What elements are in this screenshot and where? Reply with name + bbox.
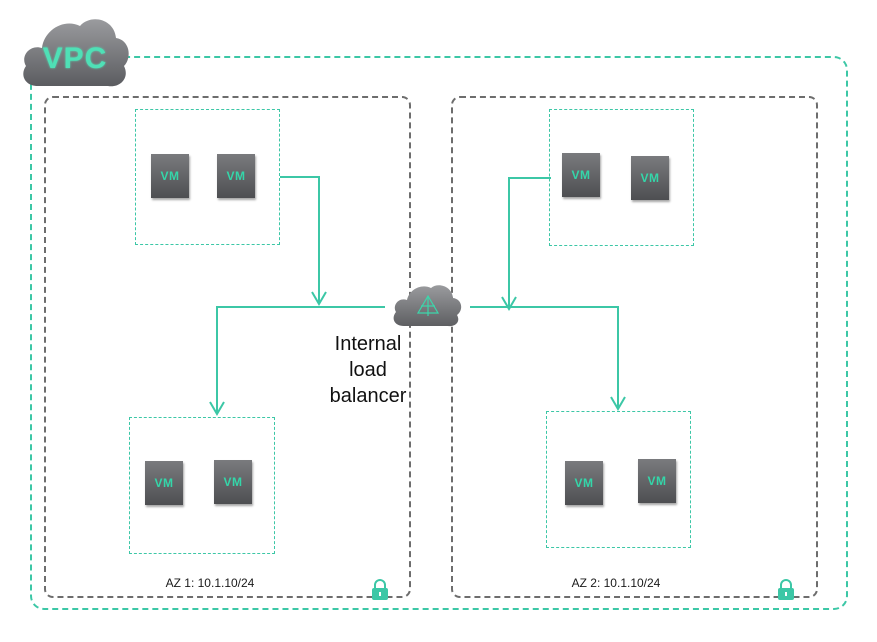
lock-icon-az1 (372, 579, 388, 600)
arrowhead-az1-top (311, 291, 327, 306)
vm-az1-bottom-2: VM (214, 460, 252, 504)
arrowhead-az2-top (501, 296, 517, 311)
availability-zone-1 (44, 96, 411, 598)
vm-az2-top-1: VM (562, 153, 600, 197)
vpc-cloud-icon (23, 19, 129, 87)
lock-icon-az2 (778, 579, 794, 600)
subnet-az1-bottom (129, 417, 275, 554)
vpc-label: VPC (42, 42, 108, 75)
load-balancer-label: Internal load balancer (318, 331, 418, 409)
az2-label: AZ 2: 10.1.10/24 (571, 576, 661, 590)
availability-zone-2 (451, 96, 818, 598)
connector-az1-top (280, 176, 320, 303)
connector-main-left (216, 306, 385, 413)
subnet-az1-top (135, 109, 280, 245)
load-balancer-label-line-3: balancer (329, 385, 407, 407)
vm-az1-top-2: VM (217, 154, 255, 198)
arrowhead-az1-bottom (209, 401, 225, 416)
connector-az2-top (508, 177, 551, 308)
vpc-boundary (30, 56, 848, 610)
vm-az2-bottom-2: VM (638, 459, 676, 503)
load-balancer-label-line-1: Internal (334, 333, 402, 355)
az1-label: AZ 1: 10.1.10/24 (165, 576, 255, 590)
load-balancer-icon (393, 285, 462, 327)
load-balancer-label-line-2: load (349, 359, 387, 381)
arrowhead-az2-bottom (610, 396, 626, 411)
vm-az1-bottom-1: VM (145, 461, 183, 505)
vm-az2-bottom-1: VM (565, 461, 603, 505)
subnet-az2-bottom (546, 411, 691, 548)
connector-main-right (470, 306, 619, 408)
vm-az1-top-1: VM (151, 154, 189, 198)
vm-az2-top-2: VM (631, 156, 669, 200)
